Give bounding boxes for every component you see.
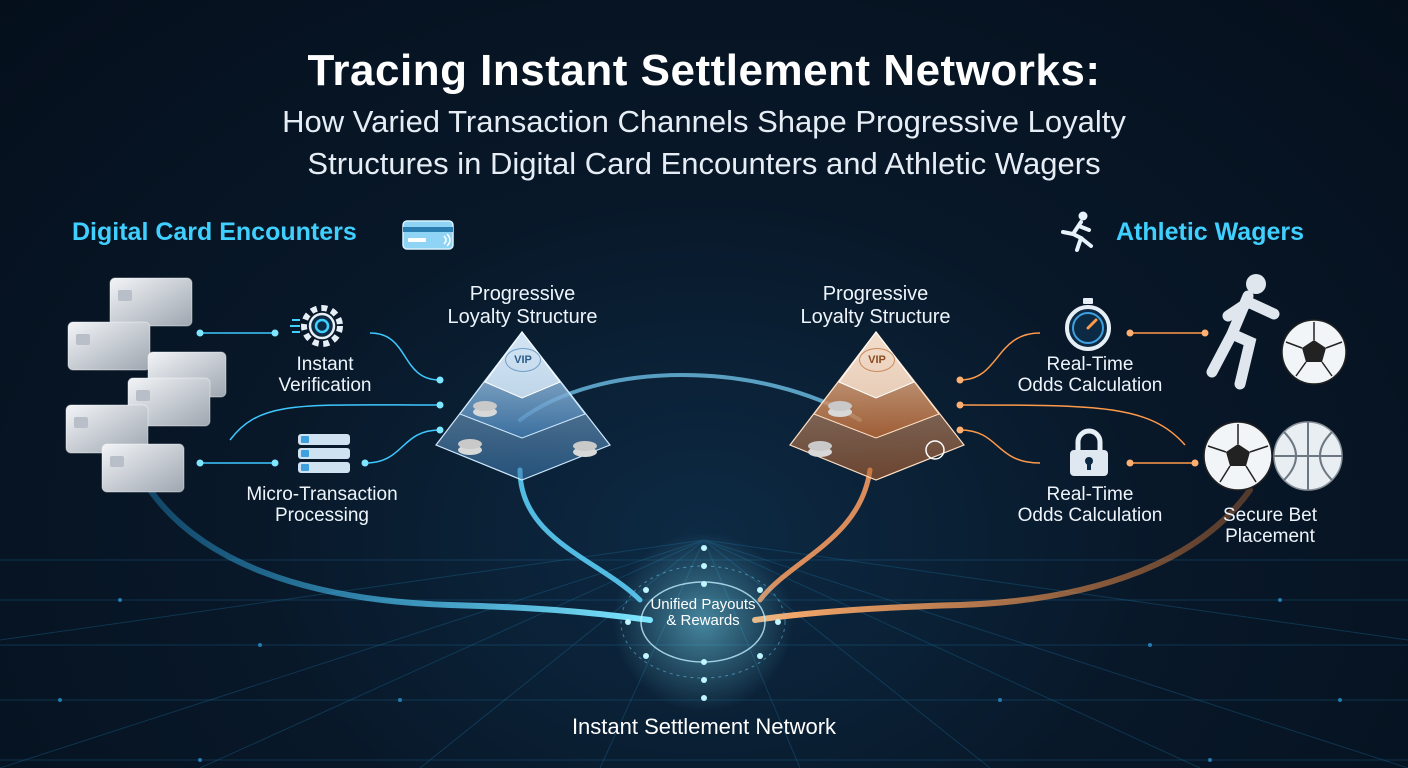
left-pyramid-label: Progressive Loyalty Structure <box>430 283 615 329</box>
right-vip-badge: VIP <box>859 348 895 372</box>
right-loyalty-pyramid <box>789 331 965 481</box>
connector-pyramid-odds2 <box>959 429 1041 464</box>
page-title: Tracing Instant Settlement Networks: <box>307 46 1101 95</box>
stopwatch-icon <box>1065 298 1111 351</box>
gear-icon <box>290 305 343 347</box>
verification-label: Instant Verification <box>240 354 410 396</box>
odds-calculation-label-2-line2: Odds Calculation <box>1017 505 1163 526</box>
flow-line-cards <box>147 487 653 623</box>
credit-card-icon <box>402 220 454 250</box>
odds-calculation-label-2-line1: Real-Time <box>1046 484 1134 505</box>
secure-bet-label: Secure Bet Placement <box>1190 505 1350 547</box>
micro-transaction-label-line2: Processing <box>275 505 369 526</box>
odds-calculation-label-1-line1: Real-Time <box>1046 354 1134 375</box>
odds-calculation-label-2: Real-Time Odds Calculation <box>1000 484 1180 526</box>
right-section-title: Athletic Wagers <box>1116 218 1305 246</box>
left-pyramid-label-line2: Loyalty Structure <box>447 306 598 328</box>
sports-balls-icon <box>1203 421 1343 491</box>
connector-pyramid-secure <box>959 404 1186 446</box>
verification-label-line1: Instant <box>296 354 354 375</box>
right-pyramid-label-line2: Loyalty Structure <box>800 306 951 328</box>
page-subtitle-line2: Structures in Digital Card Encounters an… <box>307 146 1101 181</box>
settlement-network-label: Instant Settlement Network <box>571 714 837 739</box>
padlock-icon <box>1070 428 1108 476</box>
left-pyramid-label-line1: Progressive <box>469 283 576 305</box>
odds-calculation-label-1: Real-Time Odds Calculation <box>1000 354 1180 396</box>
credit-card-stack <box>65 277 227 493</box>
connector-cards-pyramid <box>229 404 441 441</box>
unified-payouts-label-line3: & Rewards <box>666 612 740 629</box>
left-section-title: Digital Card Encounters <box>72 218 357 246</box>
right-pyramid-label-line1: Progressive <box>822 283 929 305</box>
secure-bet-label-line1: Secure Bet <box>1223 505 1317 526</box>
odds-calculation-label-1-line2: Odds Calculation <box>1017 375 1163 396</box>
micro-transaction-label: Micro-Transaction Processing <box>222 484 422 526</box>
connector-verification-pyramid <box>369 332 441 381</box>
page-subtitle-line1: How Varied Transaction Channels Shape Pr… <box>282 104 1126 139</box>
connector-pyramid-odds1 <box>959 332 1041 381</box>
right-pyramid-label: Progressive Loyalty Structure <box>783 283 968 329</box>
unified-payouts-label: Unified Payouts & Rewards <box>648 597 758 629</box>
grid-nodes <box>58 598 1342 762</box>
unified-payouts-label-line1: Unified <box>650 596 698 613</box>
runner-icon <box>1061 211 1093 252</box>
soccer-player-icon <box>1206 274 1347 390</box>
micro-transaction-label-line1: Micro-Transaction <box>246 484 398 505</box>
flow-line-sports <box>752 487 1253 623</box>
verification-label-line2: Verification <box>278 375 372 396</box>
left-vip-badge: VIP <box>505 348 541 372</box>
transaction-list-icon <box>298 434 350 473</box>
center-hub <box>613 532 793 712</box>
secure-bet-label-line2: Placement <box>1225 526 1315 547</box>
connector-micro-pyramid <box>364 429 441 464</box>
unified-payouts-label-line2: Payouts <box>701 596 756 613</box>
